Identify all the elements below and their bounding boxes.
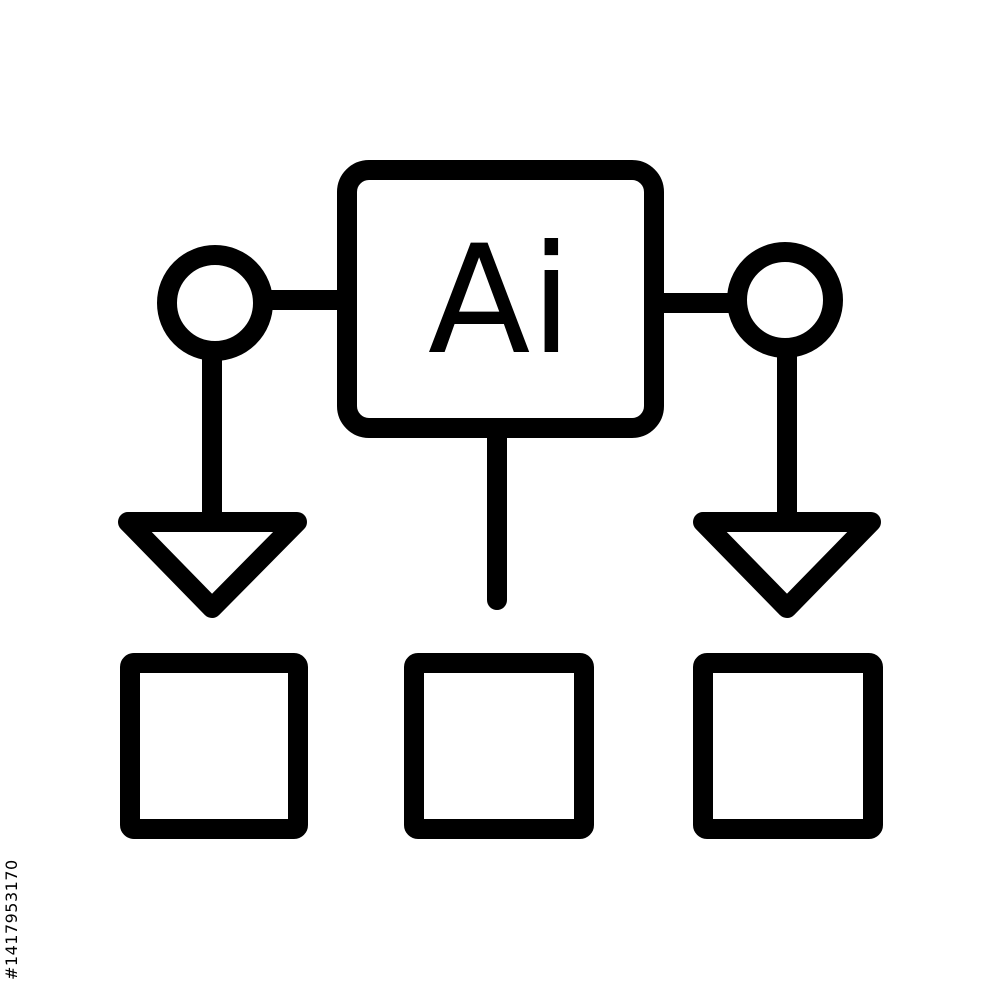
stock-id-watermark: #1417953170 bbox=[2, 859, 21, 980]
output-square-right bbox=[693, 653, 883, 839]
left-node-circle bbox=[157, 245, 273, 361]
right-arrow-triangle-icon bbox=[693, 512, 881, 618]
right-node-circle bbox=[727, 242, 843, 358]
left-arrow-triangle-icon bbox=[118, 512, 307, 618]
output-square-left bbox=[120, 653, 308, 839]
ai-label: Ai bbox=[428, 214, 572, 388]
output-square-center bbox=[404, 653, 594, 839]
